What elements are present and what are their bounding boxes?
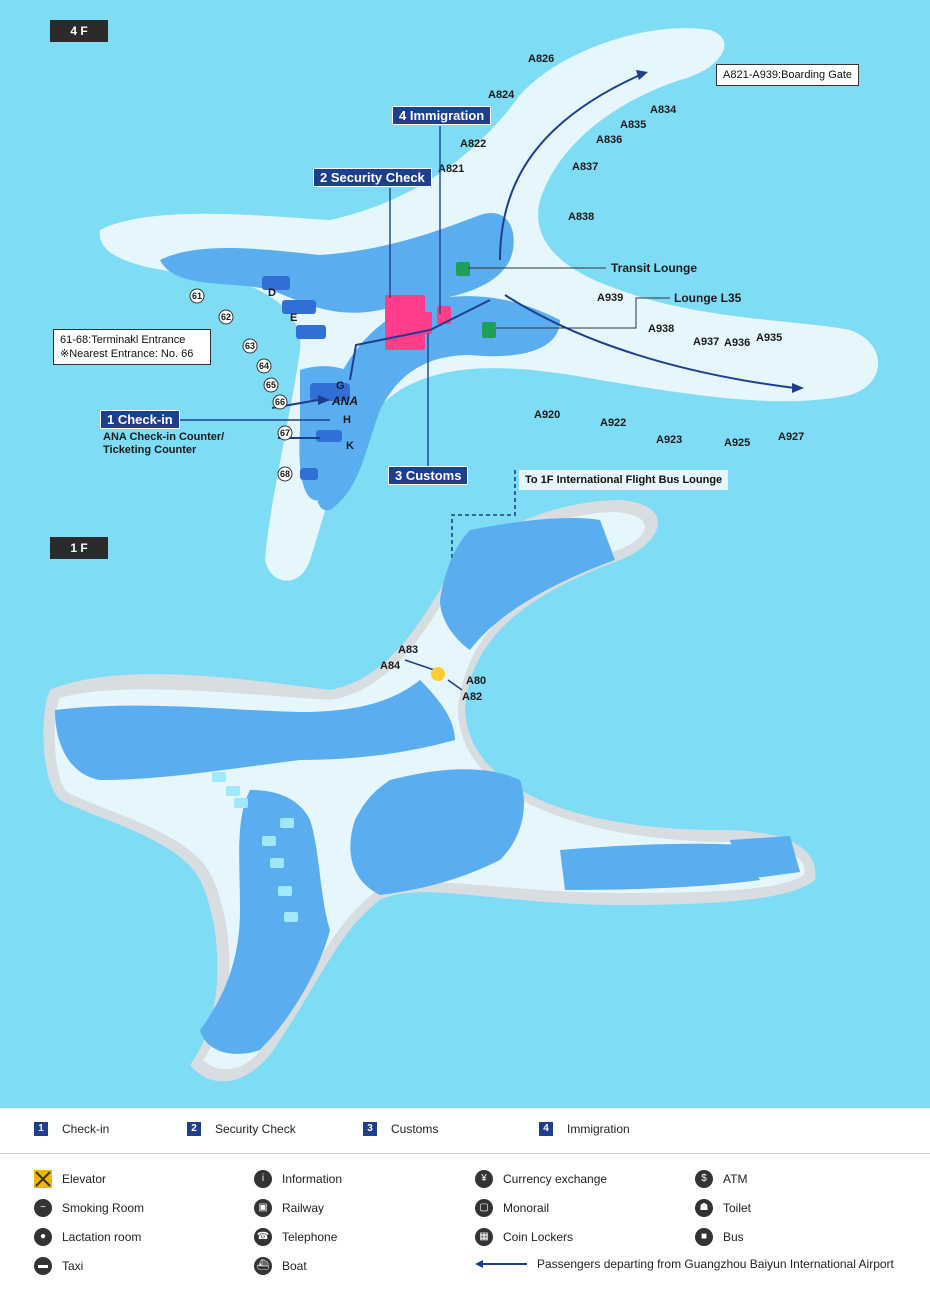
gate-a936: A936	[724, 337, 750, 349]
route-legend: Passengers departing from Guangzhou Baiy…	[475, 1257, 894, 1271]
boat-icon: ⛴Boat	[254, 1257, 307, 1275]
customs-label: 3 Customs	[388, 466, 469, 485]
ana-logo: ANA	[331, 394, 358, 408]
gate-a920: A920	[534, 409, 560, 421]
place-leaders	[468, 267, 670, 329]
elevator-marker	[431, 667, 445, 681]
gate-a83: A83	[398, 644, 418, 656]
gate-a821: A821	[438, 163, 464, 175]
counter-d: D	[268, 287, 276, 299]
terminal-map: 61 62 63 64 65 66 67 68 D E G H K ANA A8…	[43, 28, 879, 1082]
checkin-label: 1 Check-in	[100, 410, 180, 429]
bus-lounge-label: To 1F International Flight Bus Lounge	[519, 470, 729, 490]
checkin-sub: ANA Check-in Counter/ Ticketing Counter	[103, 431, 224, 457]
counter-e: E	[290, 312, 297, 324]
gate-a935: A935	[756, 332, 782, 344]
gate-a82: A82	[462, 691, 482, 703]
atm-icon: $ATM	[695, 1170, 747, 1188]
gate-a822: A822	[460, 138, 486, 150]
checkin-sub-line2: Ticketing Counter	[103, 444, 197, 456]
gate-a937: A937	[693, 336, 719, 348]
coin-lockers-icon: ▦Coin Lockers	[475, 1228, 573, 1246]
gate-a826: A826	[528, 53, 554, 65]
lactation-room-icon: ●Lactation room	[34, 1228, 141, 1246]
lounge-l35-label: Lounge L35	[674, 291, 742, 305]
gate-a837: A837	[572, 161, 598, 173]
entrance-note: 61-68:Terminakl Entrance ※Nearest Entran…	[53, 329, 211, 365]
toilet-icon: ☗Toilet	[695, 1199, 751, 1217]
counter-g: G	[336, 380, 345, 392]
route-arrowheads	[318, 70, 804, 405]
floor-1f-tag: 1 F	[50, 537, 108, 559]
gate-a938: A938	[648, 323, 674, 335]
elevator-icon: Elevator	[34, 1170, 106, 1188]
lounges	[456, 262, 496, 338]
railway-icon: ▣Railway	[254, 1199, 324, 1217]
step-leaders	[180, 126, 441, 466]
gate-a834: A834	[650, 104, 677, 116]
gate-a927: A927	[778, 431, 804, 443]
security-check-label: 2 Security Check	[313, 168, 432, 187]
gate-a838: A838	[568, 211, 594, 223]
currency-exchange-icon: ¥Currency exchange	[475, 1170, 607, 1188]
immigration-label: 4 Immigration	[392, 106, 492, 125]
entrance-62: 62	[221, 312, 231, 322]
gate-a836: A836	[596, 134, 622, 146]
boarding-gate-note: A821-A939:Boarding Gate	[716, 64, 860, 86]
entrance-64: 64	[259, 361, 269, 371]
entrance-note-line1: 61-68:Terminakl Entrance	[60, 334, 186, 346]
entrance-68: 68	[280, 469, 290, 479]
gate-a925: A925	[724, 437, 750, 449]
transit-lounge-label: Transit Lounge	[611, 261, 697, 275]
checkin-sub-line1: ANA Check-in Counter/	[103, 431, 225, 443]
entrance-note-line2: ※Nearest Entrance: No. 66	[60, 348, 194, 360]
gate-a84: A84	[380, 660, 401, 672]
counter-h: H	[343, 414, 351, 426]
counter-k: K	[346, 440, 354, 452]
gate-a824: A824	[488, 89, 515, 101]
gate-a922: A922	[600, 417, 626, 429]
entrance-61: 61	[192, 291, 202, 301]
gate-a923: A923	[656, 434, 682, 446]
floor-1f-kiosks	[212, 772, 298, 922]
entrance-markers	[189, 288, 293, 482]
telephone-icon: ☎Telephone	[254, 1228, 337, 1246]
entrance-65: 65	[266, 380, 276, 390]
entrance-66: 66	[275, 397, 285, 407]
entrance-63: 63	[245, 341, 255, 351]
gate-a80: A80	[466, 675, 486, 687]
gate-a835: A835	[620, 119, 646, 131]
floor-4f-tag: 4 F	[50, 20, 108, 42]
bus-icon: ■Bus	[695, 1228, 744, 1246]
entrance-67: 67	[280, 428, 290, 438]
floor-1f-building	[55, 518, 800, 1054]
taxi-icon: ▬Taxi	[34, 1257, 83, 1275]
gate-a939: A939	[597, 292, 623, 304]
smoking-room-icon: ~Smoking Room	[34, 1199, 144, 1217]
monorail-icon: ▢Monorail	[475, 1199, 549, 1217]
